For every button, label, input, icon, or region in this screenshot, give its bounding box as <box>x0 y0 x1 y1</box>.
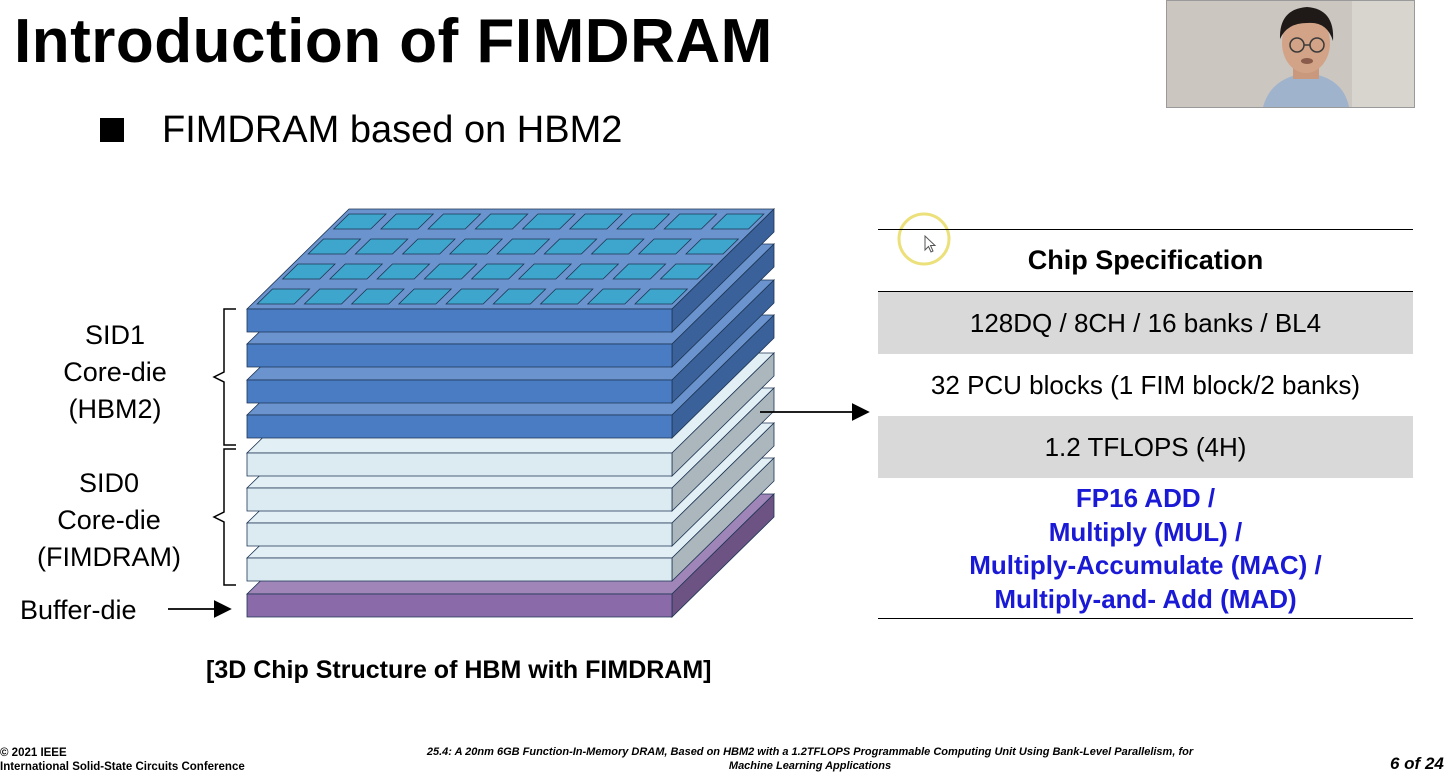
sid1-bracket <box>212 308 236 446</box>
hbm2-die-2-front <box>246 343 673 368</box>
die-pad-r1-c0 <box>281 263 337 280</box>
fimdram-die-2-front <box>246 487 673 512</box>
die-pad-r2-c4 <box>496 238 551 255</box>
die-pad-r1-c5 <box>517 263 573 280</box>
buffer-die-label: Buffer-die <box>20 595 137 625</box>
die-pad-r1-c2 <box>376 263 431 280</box>
die-pad-r2-c0 <box>307 238 362 255</box>
die-pad-r1-c3 <box>423 263 478 280</box>
hbm2-die-1-front <box>246 308 673 333</box>
bullet-item: FIMDRAM based on HBM2 <box>100 108 622 152</box>
spec-table-header: Chip Specification <box>878 229 1413 292</box>
die-pad-r0-c5 <box>492 288 547 305</box>
die-pad-r3-c7 <box>663 213 718 230</box>
die-pad-r1-c7 <box>612 263 667 280</box>
mouse-pointer-icon <box>924 234 937 253</box>
die-pad-r3-c2 <box>427 213 482 230</box>
slide-title: Introduction of FIMDRAM <box>14 7 773 76</box>
die-pad-r0-c6 <box>539 288 594 305</box>
die-pad-r1-c6 <box>565 263 620 280</box>
die-pad-r0-c2 <box>350 288 405 305</box>
footer-conference-line: International Solid-State Circuits Confe… <box>0 761 245 773</box>
sid1-label-line3: (HBM2) <box>68 394 162 424</box>
presenter-webcam-video <box>1166 0 1415 108</box>
spec-op-mad: Multiply-and- Add (MAD) <box>994 583 1297 614</box>
top-die-pads <box>256 213 765 305</box>
sid1-label: SID1 Core-die (HBM2) <box>60 317 170 428</box>
footer-copyright-line: © 2021 IEEE <box>0 747 67 759</box>
die-pad-r2-c5 <box>543 238 598 255</box>
fimdram-die-3-front <box>246 522 673 547</box>
chip-spec-table: Chip Specification 128DQ / 8CH / 16 bank… <box>878 229 1413 619</box>
die-pad-r1-c1 <box>328 263 384 280</box>
sid1-label-line1: SID1 <box>84 320 146 350</box>
spec-row-interface: 128DQ / 8CH / 16 banks / BL4 <box>878 292 1413 354</box>
spec-op-add: FP16 ADD / <box>1075 483 1216 513</box>
slide-page-number: 6 of 24 <box>1390 754 1444 773</box>
die-pad-r2-c2 <box>401 238 456 255</box>
fimdram-die-1-front <box>246 452 673 477</box>
die-pad-r1-c4 <box>470 263 525 280</box>
cursor-highlight-ring <box>897 212 951 266</box>
die-pad-r3-c0 <box>332 213 388 230</box>
diagram-caption: [3D Chip Structure of HBM with FIMDRAM] <box>206 656 712 684</box>
die-pad-r0-c8 <box>633 288 689 305</box>
die-pad-r3-c1 <box>379 213 435 230</box>
spec-op-mul: Multiply (MUL) / <box>1048 516 1243 547</box>
stacked-die-layers <box>246 208 775 618</box>
die-pad-r2-c3 <box>448 238 504 255</box>
die-pad-r3-c3 <box>474 213 529 230</box>
die-pad-r2-c1 <box>354 238 409 255</box>
sid1-label-line2: Core-die <box>63 357 167 387</box>
footer-copyright: © 2021 IEEE International Solid-State Ci… <box>0 746 245 774</box>
fimdram-die-4-front <box>246 557 673 582</box>
die-pad-r0-c3 <box>397 288 453 305</box>
bullet-text: FIMDRAM based on HBM2 <box>162 108 623 151</box>
die-pad-r2-c8 <box>684 238 740 255</box>
sid0-label-line1: SID0 <box>78 468 140 498</box>
die-pad-r3-c6 <box>616 213 671 230</box>
die-pad-r0-c4 <box>445 288 500 305</box>
die-pad-r2-c7 <box>637 238 693 255</box>
die-pad-r3-c8 <box>710 213 765 230</box>
footer-paper-line2: Machine Learning Applications <box>728 760 892 772</box>
die-pad-r3-c5 <box>568 213 624 230</box>
sid0-bracket <box>212 448 236 586</box>
hbm2-die-3-front <box>246 379 673 404</box>
spec-row-throughput: 1.2 TFLOPS (4H) <box>878 416 1413 478</box>
sid0-label-line3: (FIMDRAM) <box>37 542 181 572</box>
die-pad-r3-c4 <box>521 213 576 230</box>
die-pad-r2-c6 <box>590 238 645 255</box>
die-pad-r1-c8 <box>659 263 714 280</box>
spec-op-mac: Multiply-Accumulate (MAC) / <box>969 550 1322 580</box>
spec-row-operations: FP16 ADD / Multiply (MUL) / Multiply-Acc… <box>878 478 1413 619</box>
spec-row-pcu-blocks: 32 PCU blocks (1 FIM block/2 banks) <box>930 369 1361 400</box>
presenter-person-icon <box>1167 1 1414 107</box>
hbm2-die-4-front <box>246 414 673 439</box>
buffer-die-front <box>246 593 673 618</box>
die-pad-r0-c7 <box>586 288 642 305</box>
footer-paper-title: 25.4: A 20nm 6GB Function-In-Memory DRAM… <box>370 745 1250 773</box>
footer-paper-line1: 25.4: A 20nm 6GB Function-In-Memory DRAM… <box>426 746 1194 758</box>
bullet-square-icon <box>100 118 124 142</box>
sid0-label: SID0 Core-die (FIMDRAM) <box>24 465 194 576</box>
sid0-label-line2: Core-die <box>57 505 161 535</box>
die-pad-r0-c0 <box>256 288 311 305</box>
die-pad-r0-c1 <box>303 288 358 305</box>
